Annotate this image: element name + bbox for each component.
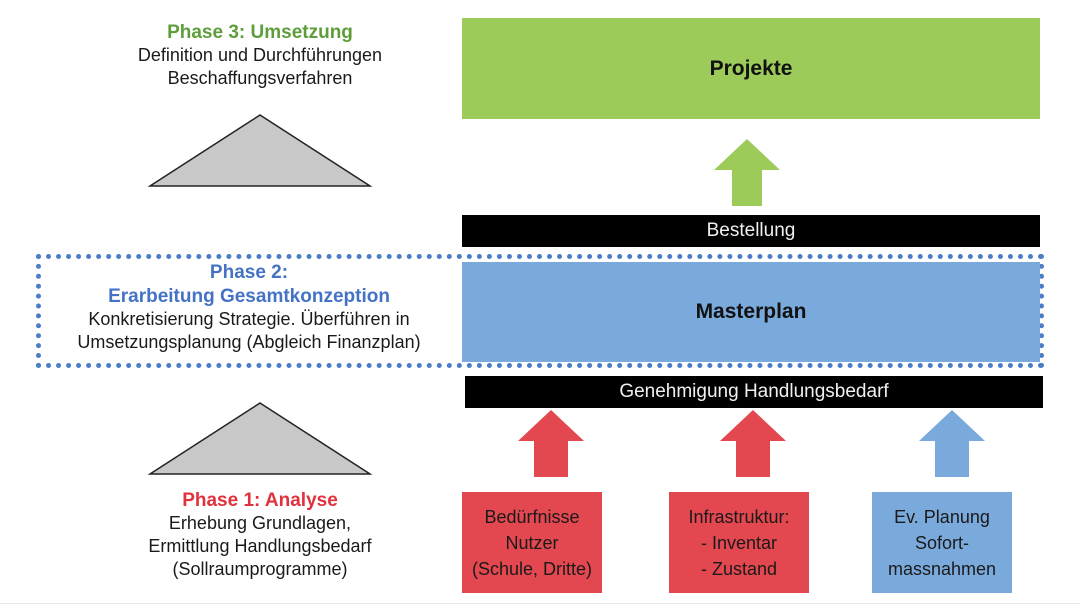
phase1-title: Phase 1: Analyse bbox=[182, 490, 338, 511]
phase2-label: Phase 2: Erarbeitung Gesamtkonzeption Ko… bbox=[40, 262, 458, 354]
source-line: Sofort- bbox=[914, 532, 970, 553]
masterplan-block: Masterplan bbox=[462, 262, 1040, 362]
bestellung-label: Bestellung bbox=[706, 220, 796, 241]
phase1-desc-line: Erhebung Grundlagen, bbox=[168, 513, 352, 533]
source-line: Ev. Planung bbox=[894, 506, 990, 527]
red-up-arrow-icon bbox=[518, 410, 584, 477]
genehmigung-bar: Genehmigung Handlungsbedarf bbox=[465, 376, 1043, 408]
phase2-subtitle: Erarbeitung Gesamtkonzeption bbox=[108, 286, 390, 307]
source-line: - Inventar bbox=[700, 532, 778, 553]
source-line: Nutzer bbox=[505, 532, 559, 553]
source-line: - Zustand bbox=[700, 558, 778, 579]
bestellung-bar: Bestellung bbox=[462, 215, 1040, 247]
source-box-sofortmassnahmen: Ev. Planung Sofort- massnahmen bbox=[872, 492, 1012, 593]
projekte-label: Projekte bbox=[709, 56, 793, 80]
phase2-desc-line: Konkretisierung Strategie. Überführen in bbox=[88, 309, 410, 329]
source-line: massnahmen bbox=[887, 558, 997, 579]
source-line: (Schule, Dritte) bbox=[471, 558, 593, 579]
source-box-infrastruktur: Infrastruktur: - Inventar - Zustand bbox=[669, 492, 809, 593]
green-up-arrow-icon bbox=[714, 139, 780, 206]
phase1-triangle bbox=[148, 402, 372, 475]
phase3-triangle bbox=[148, 114, 372, 187]
phase2-dotted-frame bbox=[36, 254, 1044, 368]
projekte-block: Projekte bbox=[462, 18, 1040, 119]
phase2-desc-line: Umsetzungsplanung (Abgleich Finanzplan) bbox=[77, 332, 421, 352]
source-line: Bedürfnisse bbox=[484, 506, 580, 527]
red-up-arrow-icon bbox=[720, 410, 786, 477]
phase1-desc-line: (Sollraumprogramme) bbox=[172, 559, 348, 579]
phase3-desc-line: Definition und Durchführungen bbox=[137, 45, 383, 65]
genehmigung-label: Genehmigung Handlungsbedarf bbox=[619, 381, 889, 402]
masterplan-label: Masterplan bbox=[695, 300, 807, 323]
phase3-desc-line: Beschaffungsverfahren bbox=[167, 68, 353, 88]
source-box-nutzer: Bedürfnisse Nutzer (Schule, Dritte) bbox=[462, 492, 602, 593]
phase3-label: Phase 3: Umsetzung Definition und Durchf… bbox=[100, 22, 420, 90]
bottom-divider bbox=[0, 603, 1080, 604]
phase2-title: Phase 2: bbox=[209, 262, 289, 283]
source-line: Infrastruktur: bbox=[688, 506, 790, 527]
blue-up-arrow-icon bbox=[919, 410, 985, 477]
phase1-desc-line: Ermittlung Handlungsbedarf bbox=[148, 536, 372, 556]
phase3-title: Phase 3: Umsetzung bbox=[167, 22, 353, 43]
phase1-label: Phase 1: Analyse Erhebung Grundlagen, Er… bbox=[100, 490, 420, 581]
